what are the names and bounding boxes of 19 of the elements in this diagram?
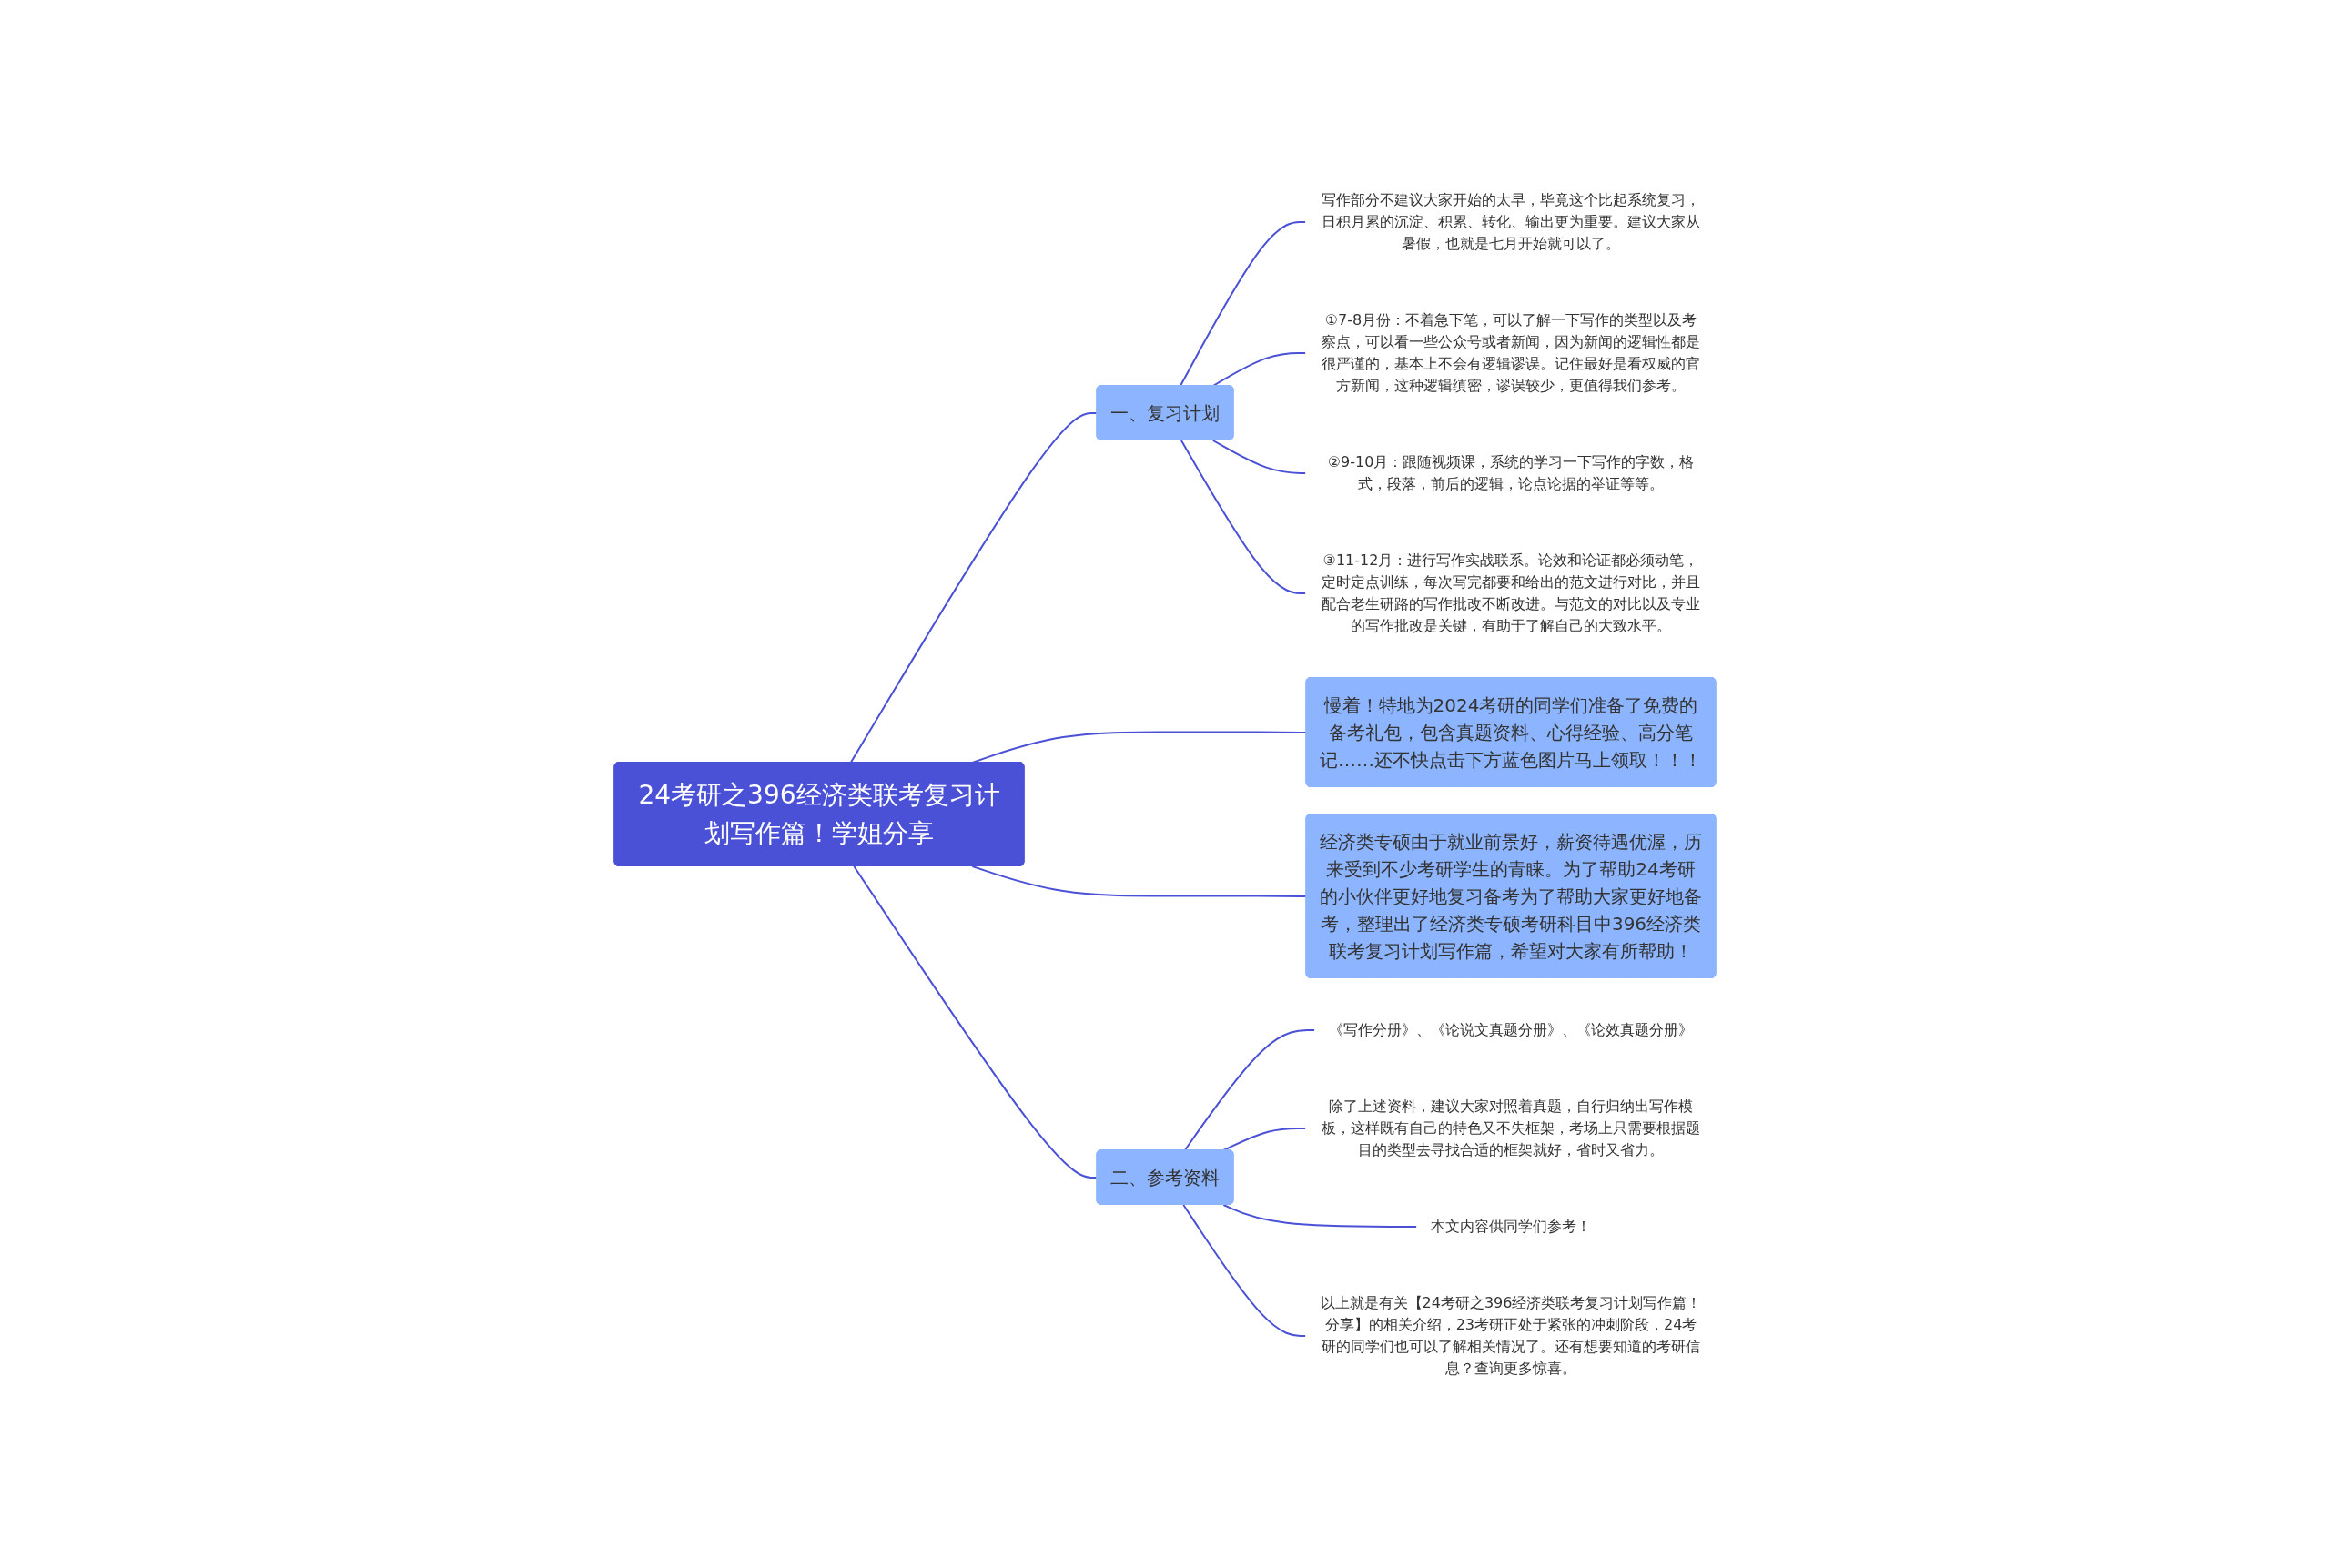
connector [1211, 351, 1308, 387]
node-text: ③11-12月：进行写作实战联系。论效和论证都必须动笔，定时定点训练，每次写完都要和给出的范文进行对比，并且配合老生研路的写作批改不断改进。与范文的对比以及专业的写作批改是关键，有助于了解自己的大致水平。 [1322, 551, 1700, 634]
connector [849, 411, 1099, 764]
connector [1180, 440, 1308, 594]
connector [1222, 1204, 1419, 1228]
connector [1222, 1127, 1308, 1151]
node-text: 写作部分不建议大家开始的太早，毕竟这个比起系统复习，日积月累的沉淀、积累、转化、输出更为重要。建议大家从暑假，也就是七月开始就可以了。 [1322, 190, 1700, 252]
node-text: 本文内容供同学们参考！ [1431, 1217, 1591, 1235]
connector [1211, 440, 1308, 474]
node-text: 除了上述资料，建议大家对照着真题，自行归纳出写作模板，这样既有自己的特色又不失框架，考场上只需要根据题目的类型去寻找合适的框架就好，省时又省力。 [1322, 1097, 1700, 1158]
connector [853, 865, 1099, 1179]
node-text: 《写作分册》、《论说文真题分册》、《论效真题分册》 [1329, 1020, 1693, 1038]
connector [1179, 220, 1308, 387]
connector [1183, 1028, 1317, 1151]
connector [1182, 1204, 1308, 1337]
node-text: 以上就是有关【24考研之396经济类联考复习计划写作篇！分享】的相关介绍，23考研正处于紧张的冲刺阶段，24考研的同学们也可以了解相关情况了。还有想要知道的考研信息？查询更多惊喜。 [1320, 1293, 1702, 1377]
node-text: ②9-10月：跟随视频课，系统的学习一下写作的字数，格式，段落，前后的逻辑，论点论据的举证等等。 [1327, 452, 1695, 492]
connector [971, 865, 1308, 897]
node-text: ①7-8月份：不着急下笔，可以了解一下写作的类型以及考察点，可以看一些公众号或者新闻，因为新闻的逻辑性都是很严谨的，基本上不会有逻辑谬误。记住最好是看权威的官方新闻，这种逻辑缜密，谬误较少，更值得我们参考。 [1322, 310, 1700, 394]
